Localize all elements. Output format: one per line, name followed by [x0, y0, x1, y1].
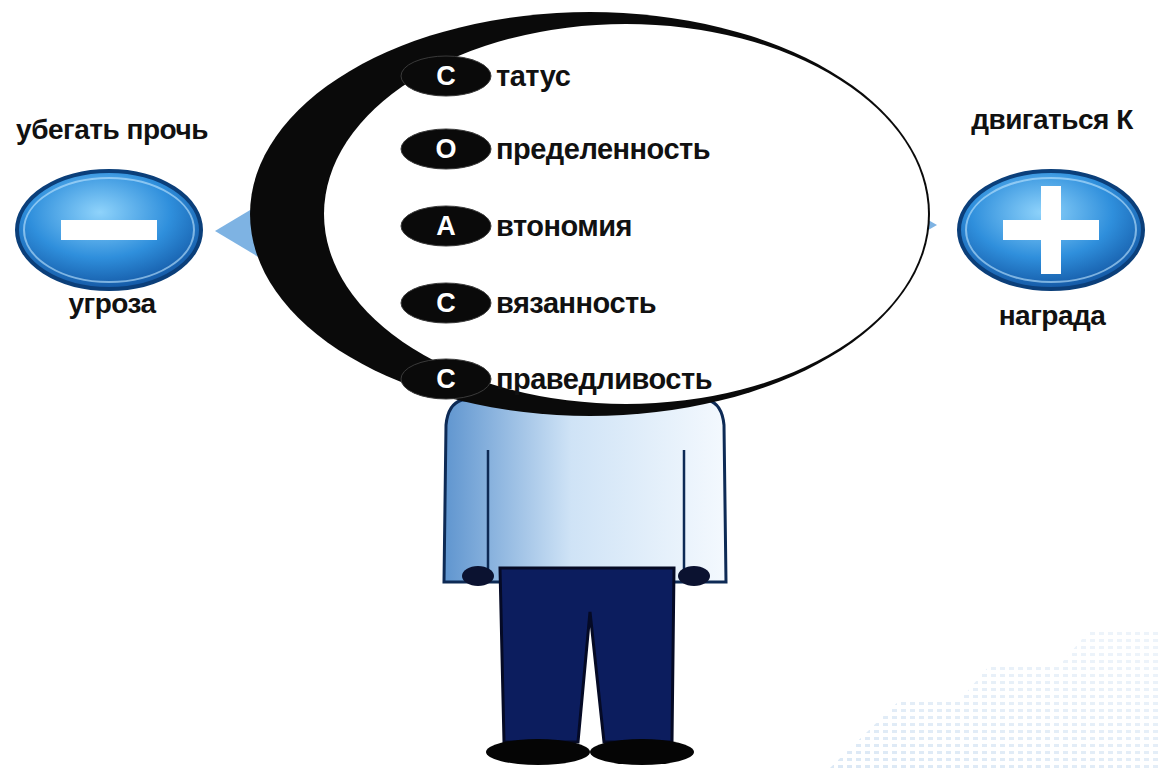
- initial-letter: С: [400, 366, 492, 393]
- outcome-label: награда: [999, 302, 1106, 330]
- dot-texture: [830, 630, 1162, 768]
- sign-bar: [61, 220, 157, 240]
- need-word: праведливость: [496, 365, 712, 394]
- letter-oval-node: Определенность: [400, 128, 492, 170]
- head-circle: [250, 12, 930, 416]
- letter-oval-node: Автономия: [400, 205, 492, 247]
- sign-bar: [1041, 186, 1061, 274]
- action-label: двигаться К: [971, 106, 1133, 134]
- need-word: татус: [496, 62, 570, 91]
- sign-circle-node: убегать прочьугроза: [14, 168, 204, 292]
- sign-circle: [14, 168, 204, 292]
- action-label: убегать прочь: [16, 116, 208, 144]
- sign-circle-node: двигаться Кнаграда: [956, 168, 1146, 292]
- letter-oval-node: Статус: [400, 55, 492, 97]
- need-word: пределенность: [496, 135, 710, 164]
- outcome-label: угроза: [68, 290, 155, 318]
- initial-letter: С: [400, 63, 492, 90]
- person-body: [444, 400, 726, 765]
- initial-letter: А: [400, 213, 492, 240]
- initial-letter: С: [400, 290, 492, 317]
- sign-circle: [956, 168, 1146, 292]
- letter-oval-node: Справедливость: [400, 358, 492, 400]
- initial-letter: О: [400, 136, 492, 163]
- need-word: втономия: [496, 212, 632, 241]
- letter-oval-node: Связанность: [400, 282, 492, 324]
- need-word: вязанность: [496, 289, 656, 318]
